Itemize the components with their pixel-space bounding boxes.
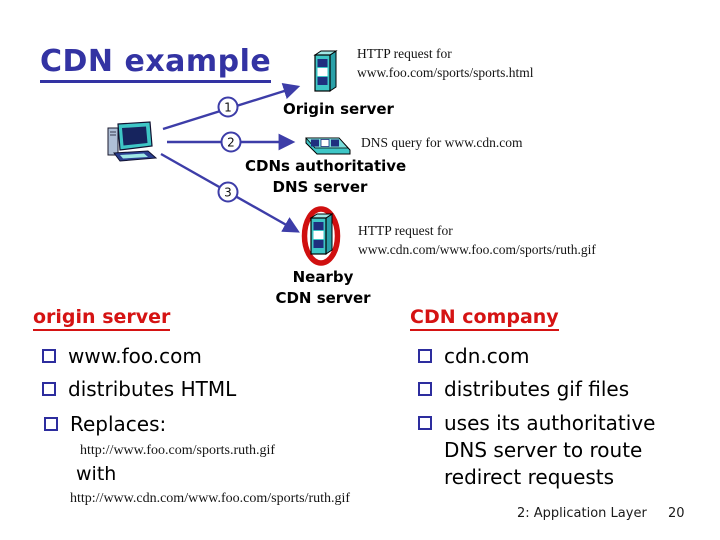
step-1-number: 1 [224, 101, 232, 115]
nearby-cdn-line2: CDN server [275, 289, 371, 307]
step-2-number: 2 [227, 136, 235, 150]
red-highlight-oval [301, 206, 341, 266]
square-bullet-icon [418, 416, 432, 430]
cdn-item-2: distributes gif files [444, 377, 630, 401]
origin-request-line2: www.foo.com/sports/sports.html [357, 64, 534, 80]
list-item: www.foo.com [42, 343, 202, 369]
step-2-badge: 2 [220, 131, 242, 153]
step-1-badge: 1 [217, 96, 239, 118]
authoritative-dns-line2: DNS server [272, 178, 368, 196]
authoritative-dns-label: CDNs authoritative DNS server [245, 156, 407, 198]
origin-server-heading-text: origin server [33, 306, 171, 331]
footer-section-label: 2: Application Layer [517, 506, 647, 521]
nearby-cdn-label: Nearby CDN server [272, 267, 374, 309]
square-bullet-icon [418, 382, 432, 396]
page-title: CDN example [40, 44, 272, 83]
cdn-item-1: cdn.com [444, 344, 530, 368]
origin-server-panel-heading: origin server [33, 306, 171, 331]
square-bullet-icon [42, 382, 56, 396]
origin-server-icon [313, 50, 338, 92]
cdn-request-line2: www.cdn.com/www.foo.com/sports/ruth.gif [358, 241, 596, 257]
list-item: Replaces: [44, 411, 166, 437]
cdn-item-3: uses its authoritative DNS server to rou… [444, 411, 656, 489]
origin-item-1: www.foo.com [68, 344, 202, 368]
authoritative-dns-line1: CDNs authoritative [245, 157, 407, 175]
cdn-request-annotation: HTTP request for www.cdn.com/www.foo.com… [358, 222, 596, 259]
cdn-company-heading-text: CDN company [410, 306, 559, 331]
with-label: with [76, 463, 117, 485]
page-title-text: CDN example [40, 44, 272, 83]
list-item: distributes gif files [418, 376, 629, 402]
cdn-company-panel-heading: CDN company [410, 306, 559, 331]
nearby-cdn-line1: Nearby [292, 268, 354, 286]
origin-request-line1: HTTP request for [357, 46, 452, 61]
origin-request-annotation: HTTP request for www.foo.com/sports/spor… [357, 45, 534, 82]
square-bullet-icon [418, 349, 432, 363]
list-item: cdn.com [418, 343, 529, 369]
origin-server-label: Origin server [283, 100, 394, 118]
dns-server-icon [305, 137, 351, 155]
origin-item-2: distributes HTML [68, 377, 237, 401]
step-3-number: 3 [224, 186, 232, 200]
cdn-server-icon [301, 206, 341, 266]
client-computer-icon [107, 121, 158, 162]
square-bullet-icon [44, 417, 58, 431]
replacement-url: http://www.cdn.com/www.foo.com/sports/ru… [70, 491, 351, 506]
cdn-request-line1: HTTP request for [358, 223, 453, 238]
list-item: uses its authoritative DNS server to rou… [418, 410, 702, 491]
origin-item-3: Replaces: [70, 412, 167, 436]
step-3-badge: 3 [217, 181, 239, 203]
footer-page-number: 20 [668, 506, 685, 521]
dns-query-annotation: DNS query for www.cdn.com [361, 135, 523, 150]
square-bullet-icon [42, 349, 56, 363]
replaced-url: http://www.foo.com/sports.ruth.gif [80, 443, 276, 458]
list-item: distributes HTML [42, 376, 236, 402]
